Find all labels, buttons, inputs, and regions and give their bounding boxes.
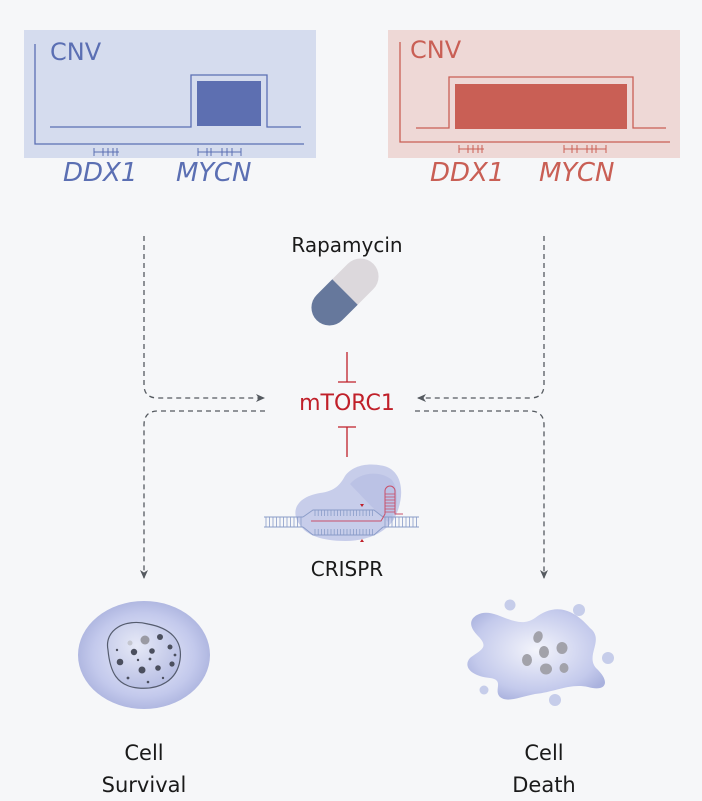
- dying-cell-icon: [467, 599, 614, 706]
- target-label-mtorc1: mTORC1: [299, 391, 395, 416]
- amplicon-ddx1-mycn-right: [455, 84, 627, 129]
- editing-label-crispr: CRISPR: [310, 557, 384, 581]
- healthy-cell-icon: [78, 601, 210, 709]
- cnv-axes-left: [34, 44, 304, 145]
- gene-label-mycn-left: MYCN: [176, 158, 252, 188]
- outcome-label-death: Cell Death: [444, 737, 644, 801]
- gene-ticks-mycn-left: [197, 148, 242, 156]
- amplicon-mycn-left: [197, 81, 261, 126]
- outcome-death-line2: Death: [512, 773, 576, 797]
- gene-ticks-ddx1-right: [458, 145, 484, 153]
- gene-label-ddx1-left: DDX1: [63, 158, 138, 188]
- gene-ticks-ddx1-left: [93, 148, 119, 156]
- cnv-title-right: CNV: [410, 36, 462, 64]
- arrow-mtorc1-to-survival: [140, 410, 265, 579]
- outcome-survival-line1: Cell: [124, 741, 164, 765]
- cnv-panel-left: [24, 30, 316, 158]
- gene-label-ddx1-right: DDX1: [430, 158, 505, 188]
- inhibit-crispr-mtorc1: [338, 426, 356, 457]
- gene-ticks-mycn-right: [563, 145, 607, 153]
- drug-label-rapamycin: Rapamycin: [291, 233, 403, 257]
- arrow-mtorc1-to-death: [415, 410, 548, 579]
- arrow-right-cnv-to-mtorc1: [417, 236, 545, 402]
- gene-label-mycn-right: MYCN: [539, 158, 615, 188]
- cnv-trace-left: [50, 74, 301, 128]
- cas9-dna-complex-icon: [264, 464, 419, 542]
- outcome-label-survival: Cell Survival: [44, 737, 244, 801]
- inhibit-rapamycin-mtorc1: [338, 352, 356, 383]
- cnv-title-left: CNV: [50, 38, 102, 66]
- cnv-panel-right: [388, 30, 680, 158]
- arrow-left-cnv-to-mtorc1: [143, 236, 265, 402]
- outcome-survival-line2: Survival: [101, 773, 187, 797]
- cnv-trace-right: [416, 76, 666, 129]
- outcome-death-line1: Cell: [524, 741, 564, 765]
- pill-capsule-icon: [311, 258, 379, 326]
- cnv-axes-right: [399, 42, 670, 143]
